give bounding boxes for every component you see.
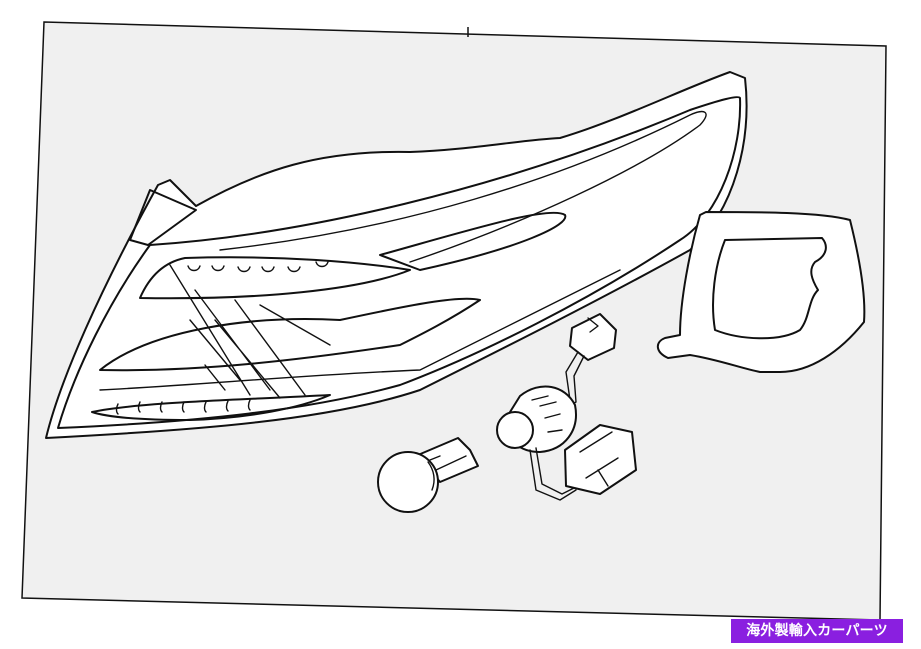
gasket (656, 211, 866, 373)
bulb (377, 437, 479, 513)
bulb-socket-harness (496, 313, 637, 501)
tail-lamp-housing (45, 71, 748, 439)
watermark-label: 海外製輸入カーパーツ (731, 619, 903, 643)
